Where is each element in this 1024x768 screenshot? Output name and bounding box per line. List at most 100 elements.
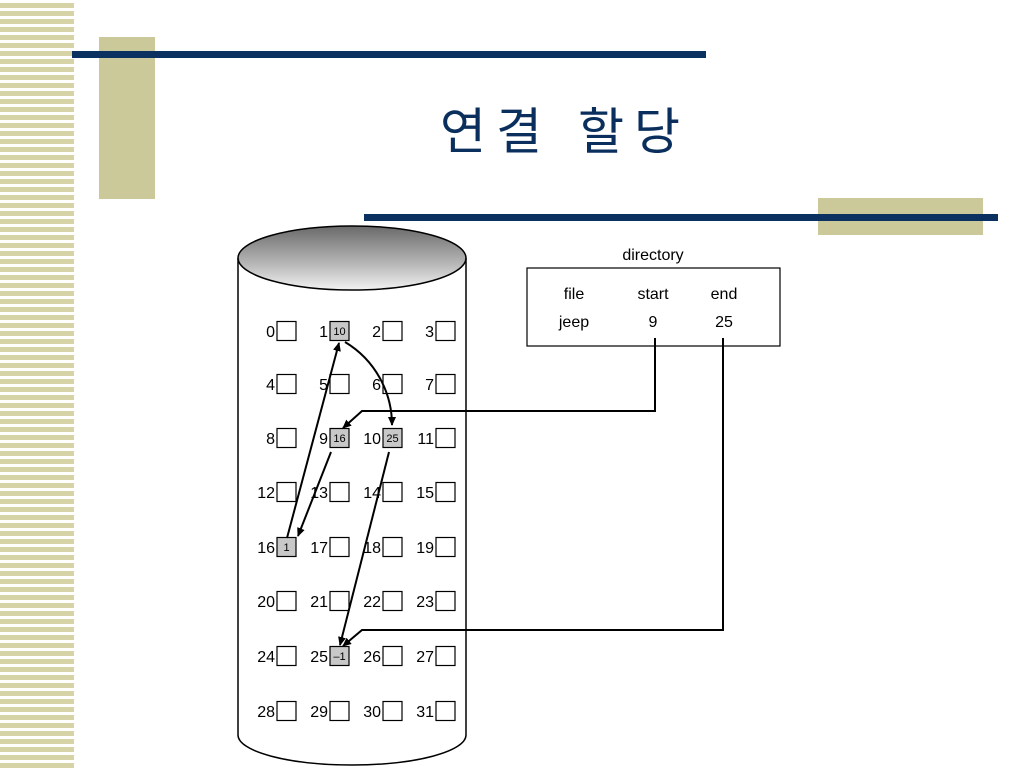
top-horizontal-rule [72, 51, 706, 58]
free-block-box [276, 320, 297, 342]
disk-block: 7 [425, 373, 456, 395]
disk-block: 0 [266, 320, 297, 342]
block-number-label: 23 [416, 594, 434, 611]
disk-block: 2 [372, 320, 403, 342]
block-number-label: 17 [310, 540, 328, 557]
block-number-label: 9 [319, 431, 328, 448]
end-pointer-arrow [342, 338, 724, 647]
block-next-pointer: 1 [283, 542, 289, 554]
block-number-label: 19 [416, 540, 434, 557]
free-block-box [382, 536, 403, 558]
free-block-box [382, 481, 403, 503]
block-number-label: 30 [363, 704, 381, 721]
free-block-box [435, 320, 456, 342]
block-number-label: 31 [416, 704, 434, 721]
block-number-label: 11 [417, 431, 434, 448]
disk-block: 13 [310, 481, 350, 503]
block-number-label: 7 [425, 377, 434, 394]
chain-arrow-16-to-1 [286, 342, 341, 539]
free-block-box [435, 481, 456, 503]
block-next-pointer: –1 [333, 651, 345, 663]
free-block-box [329, 700, 350, 722]
disk-block: 14 [363, 481, 403, 503]
free-block-box [435, 373, 456, 395]
directory-table: directory file start end jeep 9 25 [526, 247, 781, 347]
allocated-block-box [329, 645, 350, 667]
block-number-label: 27 [416, 649, 434, 666]
block-number-label: 28 [257, 704, 275, 721]
free-block-box [276, 700, 297, 722]
directory-header-file: file [564, 286, 585, 303]
top-vertical-accent [99, 37, 155, 199]
block-number-label: 12 [257, 485, 275, 502]
block-next-pointer: 10 [333, 326, 345, 338]
block-number-label: 26 [363, 649, 381, 666]
disk-block: 18 [363, 536, 403, 558]
disk-block: 30 [363, 700, 403, 722]
disk-block: 19 [416, 536, 456, 558]
disk-block: 11 [417, 427, 456, 449]
block-number-label: 21 [310, 594, 328, 611]
chain-arrow-10-to-25 [338, 451, 390, 646]
block-number-label: 5 [319, 377, 328, 394]
left-stripe-decoration [0, 0, 74, 768]
block-next-pointer: 25 [386, 433, 398, 445]
block-number-label: 13 [310, 485, 328, 502]
block-number-label: 2 [372, 324, 381, 341]
disk-block: 23 [416, 590, 456, 612]
block-number-label: 29 [310, 704, 328, 721]
disk-block: 15 [416, 481, 456, 503]
free-block-box [329, 590, 350, 612]
mid-horizontal-rule [364, 214, 998, 221]
block-number-label: 6 [372, 377, 381, 394]
disk-block: 3 [425, 320, 456, 342]
free-block-box [276, 590, 297, 612]
block-number-label: 1 [319, 324, 328, 341]
disk-block: 31 [416, 700, 456, 722]
directory-cell-end: 25 [715, 314, 733, 331]
free-block-box [329, 373, 350, 395]
disk-block: 22 [363, 590, 403, 612]
free-block-box [435, 427, 456, 449]
directory-title: directory [622, 247, 683, 264]
directory-header-start: start [637, 286, 669, 303]
disk-block: 17 [310, 536, 350, 558]
free-block-box [382, 320, 403, 342]
block-number-label: 3 [425, 324, 434, 341]
allocated-block-box [329, 427, 350, 449]
block-number-label: 10 [363, 431, 381, 448]
allocated-block-box [329, 320, 350, 342]
start-pointer-arrow [342, 338, 656, 429]
block-number-label: 4 [266, 377, 275, 394]
block-number-label: 0 [266, 324, 275, 341]
free-block-box [276, 645, 297, 667]
disk-block: 1 10 [319, 320, 350, 342]
block-number-label: 20 [257, 594, 275, 611]
disk-block: 10 25 [363, 427, 403, 449]
disk-block: 12 [257, 481, 297, 503]
block-number-label: 25 [310, 649, 328, 666]
directory-cell-file: jeep [558, 314, 589, 331]
free-block-box [276, 373, 297, 395]
free-block-box [276, 427, 297, 449]
chain-arrow-9-to-16 [297, 451, 332, 537]
disk-block: 20 [257, 590, 297, 612]
disk-block: 21 [310, 590, 350, 612]
free-block-box [382, 590, 403, 612]
block-chain-arrows [286, 341, 396, 646]
allocated-block-box [382, 427, 403, 449]
disk-block: 26 [363, 645, 403, 667]
disk-block: 8 [266, 427, 297, 449]
directory-header-end: end [711, 286, 738, 303]
disk-block: 27 [416, 645, 456, 667]
free-block-box [435, 590, 456, 612]
free-block-box [382, 645, 403, 667]
disk-block: 6 [372, 373, 403, 395]
free-block-box [435, 536, 456, 558]
block-number-label: 18 [363, 540, 381, 557]
slide-title: 연결 할당 [440, 103, 690, 161]
